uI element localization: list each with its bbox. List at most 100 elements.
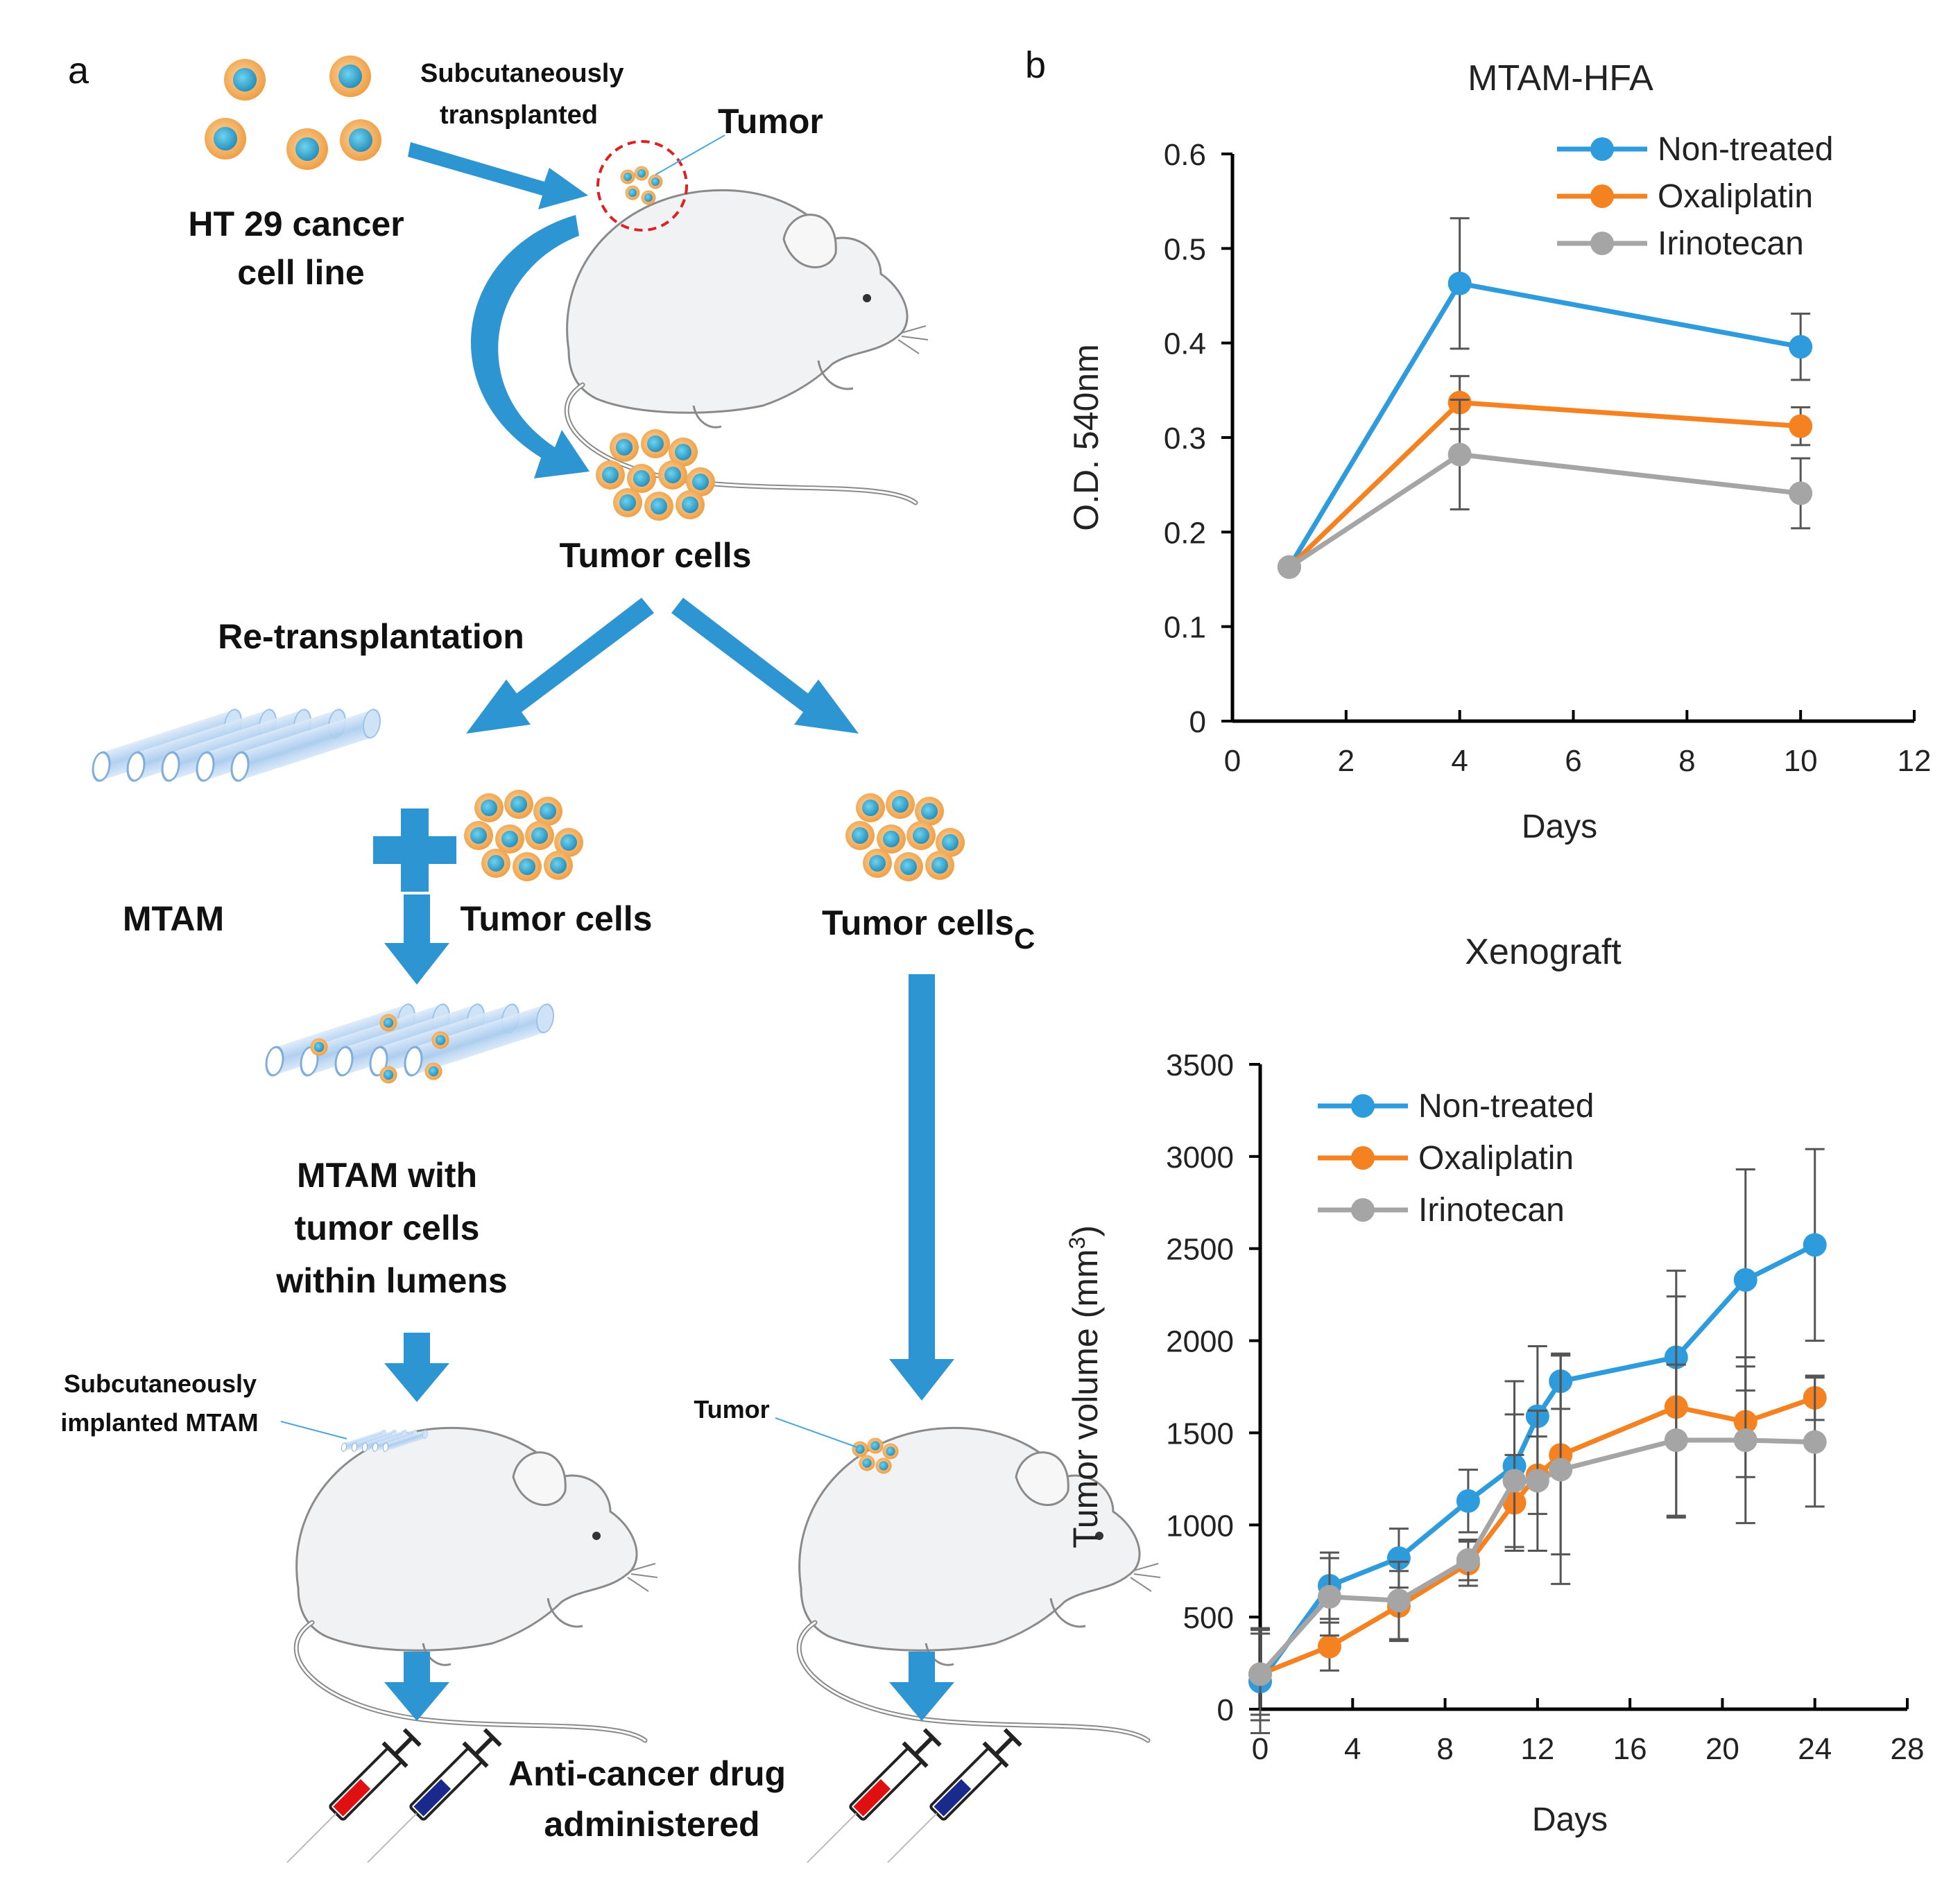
- y-tick-label: 0: [1217, 1693, 1234, 1727]
- data-point: [1664, 1428, 1688, 1453]
- data-point: [1549, 1457, 1573, 1482]
- data-point: [1733, 1428, 1757, 1453]
- y-tick-label: 0.6: [1164, 138, 1206, 172]
- y-tick-label: 0.5: [1164, 232, 1206, 266]
- drug-administered-label: Anti-cancer drug administered: [508, 1754, 796, 1844]
- plus-icon: [373, 808, 456, 892]
- data-point: [1317, 1584, 1341, 1609]
- retransplantation-label: Re-transplantation: [218, 617, 524, 656]
- x-tick-label: 12: [1520, 1732, 1554, 1766]
- arrow-to-mouse: [408, 142, 588, 209]
- syringe-blue-left: [367, 1728, 502, 1863]
- series-irinotecan: [1277, 398, 1813, 579]
- tumor-cells-cluster-left: [464, 790, 583, 881]
- syringe-red-left: [286, 1728, 422, 1863]
- arrow-right-diagonal: [671, 598, 859, 734]
- curved-arrow-to-tumor-cells: [470, 215, 590, 478]
- mtam-with-cells: [265, 1001, 555, 1084]
- arrow-down-left-2: [384, 1333, 449, 1402]
- y-tick-label: 0: [1189, 705, 1206, 739]
- x-tick-label: 24: [1798, 1732, 1832, 1766]
- y-axis-label: Tumor volume (mm3): [1065, 1225, 1105, 1548]
- tumor-label: Tumor: [718, 102, 823, 141]
- tumor-cells-cluster-top: [596, 429, 715, 521]
- chart-title: MTAM-HFA: [1468, 58, 1653, 98]
- chart-title: Xenograft: [1465, 932, 1622, 972]
- data-point: [1525, 1469, 1549, 1493]
- tumor-small-label: Tumor: [694, 1395, 769, 1424]
- arrow-down-left-1: [384, 894, 449, 985]
- legend-marker: [1590, 184, 1614, 208]
- data-point: [1502, 1469, 1527, 1493]
- x-tick-label: 0: [1224, 744, 1241, 778]
- x-tick-label: 16: [1613, 1732, 1647, 1766]
- y-tick-label: 2000: [1166, 1325, 1234, 1359]
- cell-line-label: HT 29 cancer cell line: [188, 205, 413, 292]
- legend-marker: [1351, 1146, 1375, 1170]
- data-point: [1277, 555, 1301, 579]
- series-irinotecan: [1248, 1354, 1827, 1722]
- mtam-with-cells-label: MTAM with tumor cells within lumens: [275, 1156, 507, 1300]
- series-line: [1287, 451, 1801, 569]
- mtam-tubes: [92, 706, 381, 784]
- series-line: [1258, 1243, 1816, 1684]
- x-tick-label: 4: [1344, 1732, 1361, 1766]
- data-point: [1803, 1233, 1827, 1257]
- y-tick-label: 1500: [1166, 1417, 1234, 1451]
- syringe-red-right: [807, 1728, 942, 1863]
- arrow-down-bottom-right: [889, 1652, 954, 1721]
- x-tick-label: 8: [1436, 1732, 1453, 1766]
- y-axis-label: O.D. 540nm: [1067, 344, 1106, 531]
- tumor-pointer-line: [655, 135, 725, 175]
- series-oxaliplatin: [1277, 374, 1813, 579]
- y-tick-label: 0.4: [1164, 327, 1206, 361]
- tumor-cells-right-label: Tumor cellsC: [822, 903, 1035, 955]
- x-tick-label: 4: [1451, 744, 1468, 778]
- tumor-cells-label: Tumor cells: [560, 536, 752, 575]
- series-line: [1287, 280, 1801, 569]
- legend-marker: [1351, 1198, 1375, 1222]
- arrow-down-right-long: [889, 974, 954, 1401]
- y-tick-label: 0.2: [1164, 516, 1206, 550]
- legend-label: Oxaliplatin: [1658, 178, 1813, 215]
- legend-label: Irinotecan: [1418, 1192, 1565, 1229]
- x-tick-label: 8: [1678, 744, 1695, 778]
- data-point: [1248, 1662, 1272, 1686]
- data-point: [1456, 1489, 1480, 1513]
- implanted-pointer-line: [280, 1421, 347, 1439]
- x-axis-label: Days: [1522, 808, 1597, 845]
- syringe-blue-right: [887, 1728, 1022, 1863]
- data-point: [1789, 414, 1813, 438]
- y-tick-label: 1000: [1166, 1509, 1234, 1543]
- x-tick-label: 6: [1565, 744, 1581, 778]
- y-tick-label: 500: [1183, 1601, 1234, 1635]
- ht29-cells-illustration: [205, 55, 381, 170]
- data-point: [1803, 1430, 1827, 1454]
- tumor-small-pointer: [775, 1417, 859, 1448]
- legend-label: Non-treated: [1418, 1088, 1594, 1125]
- tumor-cells-mini: [620, 166, 663, 205]
- legend-label: Irinotecan: [1658, 225, 1804, 262]
- legend-label: Non-treated: [1658, 131, 1833, 168]
- x-tick-label: 12: [1898, 744, 1932, 778]
- data-point: [1317, 1634, 1341, 1659]
- subcut-transplanted-label: Subcutaneously transplanted: [420, 59, 631, 130]
- data-point: [1789, 335, 1813, 359]
- subcut-implanted-label: Subcutaneously implanted MTAM: [60, 1369, 264, 1437]
- arrow-left-diagonal: [466, 598, 654, 734]
- mouse-bottom-right: [799, 1428, 1160, 1740]
- x-tick-label: 2: [1338, 744, 1355, 778]
- y-tick-label: 0.1: [1164, 611, 1206, 645]
- y-tick-label: 2500: [1166, 1233, 1234, 1267]
- data-point: [1386, 1546, 1411, 1571]
- data-point: [1447, 442, 1472, 467]
- y-tick-label: 3000: [1166, 1141, 1234, 1175]
- x-tick-label: 20: [1705, 1732, 1739, 1766]
- panel-b-letter: b: [1025, 44, 1046, 86]
- data-point: [1386, 1589, 1411, 1613]
- panel-a-letter: a: [68, 50, 89, 92]
- arrow-down-bottom-left: [384, 1652, 449, 1721]
